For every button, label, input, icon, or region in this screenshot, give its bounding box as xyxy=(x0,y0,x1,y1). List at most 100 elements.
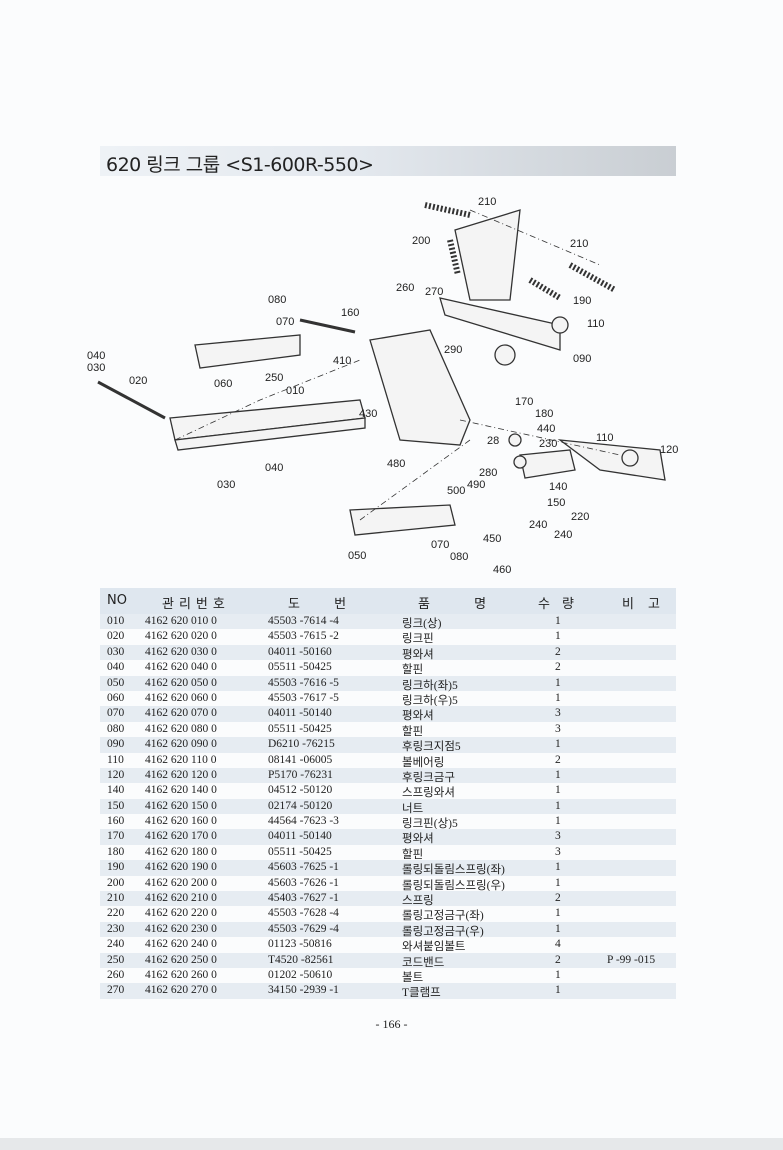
cell-no: 240 xyxy=(107,938,125,951)
callout-label: 090 xyxy=(573,353,591,365)
cell-part-name: 할핀 xyxy=(402,664,424,677)
cell-management-number: 4162 620 020 0 xyxy=(145,630,217,643)
cell-no: 200 xyxy=(107,876,125,889)
callout-label: 240 xyxy=(529,519,547,531)
cell-drawing-number: 45503 -7628 -4 xyxy=(268,907,339,920)
cell-no: 150 xyxy=(107,799,125,812)
cell-quantity: 4 xyxy=(555,938,561,951)
spring-bracket xyxy=(454,209,521,301)
link-lower-right xyxy=(349,504,456,536)
cell-no: 110 xyxy=(107,753,124,766)
cell-quantity: 2 xyxy=(555,892,561,905)
callout-label: 250 xyxy=(265,372,283,384)
cell-no: 050 xyxy=(107,676,125,689)
cell-quantity: 1 xyxy=(555,676,561,689)
cell-management-number: 4162 620 190 0 xyxy=(145,861,217,874)
cell-quantity: 1 xyxy=(555,799,561,812)
callout-label: 110 xyxy=(587,318,605,330)
cell-part-name: 볼트 xyxy=(402,971,424,984)
callout-label: 430 xyxy=(359,408,377,420)
cell-no: 160 xyxy=(107,815,125,828)
cell-no: 170 xyxy=(107,830,125,843)
cell-management-number: 4162 620 050 0 xyxy=(145,676,217,689)
callout-label: 080 xyxy=(268,294,286,306)
cell-management-number: 4162 620 060 0 xyxy=(145,691,217,704)
cell-management-number: 4162 620 110 0 xyxy=(145,753,217,766)
cell-part-name: 스프링와셔 xyxy=(402,787,455,800)
cell-drawing-number: 45503 -7629 -4 xyxy=(268,922,339,935)
callout-label: 270 xyxy=(425,286,443,298)
cell-management-number: 4162 620 010 0 xyxy=(145,615,217,627)
bushing-280 xyxy=(513,455,527,469)
cell-quantity: 1 xyxy=(555,691,561,704)
cell-drawing-number: T4520 -82561 xyxy=(268,953,334,966)
callout-label: 480 xyxy=(387,458,405,470)
cell-quantity: 1 xyxy=(555,907,561,920)
header-drawing-number: 도 번 xyxy=(288,597,347,612)
cell-drawing-number: 02174 -50120 xyxy=(268,799,333,812)
callout-label: 220 xyxy=(571,511,589,523)
cell-drawing-number: 04011 -50140 xyxy=(268,707,332,720)
cell-part-name: 할핀 xyxy=(402,848,424,861)
callout-label: 070 xyxy=(431,539,449,551)
cell-no: 270 xyxy=(107,984,125,997)
cell-drawing-number: 44564 -7623 -3 xyxy=(268,815,339,828)
cell-drawing-number: 05511 -50425 xyxy=(268,661,332,674)
callout-label: 120 xyxy=(660,444,678,456)
cell-quantity: 2 xyxy=(555,645,561,658)
header-remarks: 비고 xyxy=(622,597,674,612)
cell-part-name: 너트 xyxy=(402,802,424,815)
cell-management-number: 4162 620 090 0 xyxy=(145,738,217,751)
cell-drawing-number: 04011 -50140 xyxy=(268,830,332,843)
cell-quantity: 1 xyxy=(555,784,561,797)
callout-label: 28 xyxy=(487,435,499,447)
cell-drawing-number: 08141 -06005 xyxy=(268,753,333,766)
cell-quantity: 1 xyxy=(555,615,561,627)
callout-label: 190 xyxy=(573,295,591,307)
callout-label: 150 xyxy=(547,497,565,509)
cell-drawing-number: P5170 -76231 xyxy=(268,768,333,781)
cell-quantity: 1 xyxy=(555,630,561,643)
cell-management-number: 4162 620 070 0 xyxy=(145,707,217,720)
header-part-name: 품 명 xyxy=(418,597,487,612)
cell-part-name: 롤링되돌림스프링(좌) xyxy=(402,864,505,877)
cell-quantity: 1 xyxy=(555,738,561,751)
cell-management-number: 4162 620 140 0 xyxy=(145,784,217,797)
cell-no: 060 xyxy=(107,691,125,704)
cell-no: 260 xyxy=(107,968,125,981)
callout-label: 180 xyxy=(535,408,553,420)
cell-no: 020 xyxy=(107,630,125,643)
cell-management-number: 4162 620 260 0 xyxy=(145,968,217,981)
cell-no: 070 xyxy=(107,707,125,720)
cell-part-name: T클램프 xyxy=(402,987,441,1000)
cell-management-number: 4162 620 240 0 xyxy=(145,938,217,951)
cell-drawing-number: 45503 -7615 -2 xyxy=(268,630,339,643)
cell-quantity: 1 xyxy=(555,876,561,889)
link-left-arm xyxy=(194,334,301,369)
cell-quantity: 3 xyxy=(555,845,561,858)
cell-no: 140 xyxy=(107,784,125,797)
cell-drawing-number: 01123 -50816 xyxy=(268,938,332,951)
cell-no: 220 xyxy=(107,907,125,920)
cell-drawing-number: 45403 -7627 -1 xyxy=(268,892,339,905)
callout-label: 070 xyxy=(276,316,294,328)
cell-drawing-number: 04011 -50160 xyxy=(268,645,332,658)
cell-part-name: 평와셔 xyxy=(402,710,434,723)
cell-no: 090 xyxy=(107,738,125,751)
